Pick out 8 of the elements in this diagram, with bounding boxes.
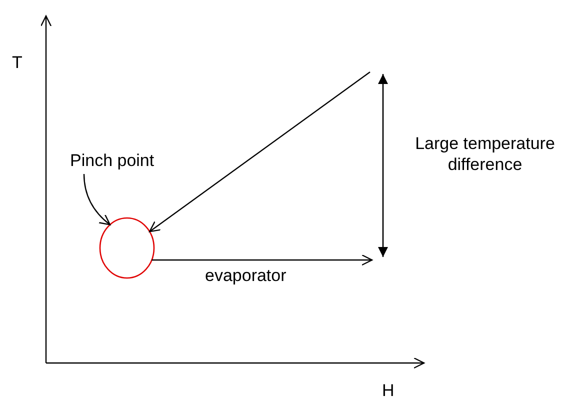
arrow: [149, 72, 370, 232]
axis-label: T: [12, 52, 22, 73]
axis-label: H: [382, 380, 394, 401]
arrow: [152, 254, 373, 266]
pinch-circle: [99, 217, 155, 279]
leader-line: [83, 174, 111, 226]
callout-label: Pinch point: [70, 150, 154, 171]
annotation: Large temperature difference: [414, 133, 556, 175]
